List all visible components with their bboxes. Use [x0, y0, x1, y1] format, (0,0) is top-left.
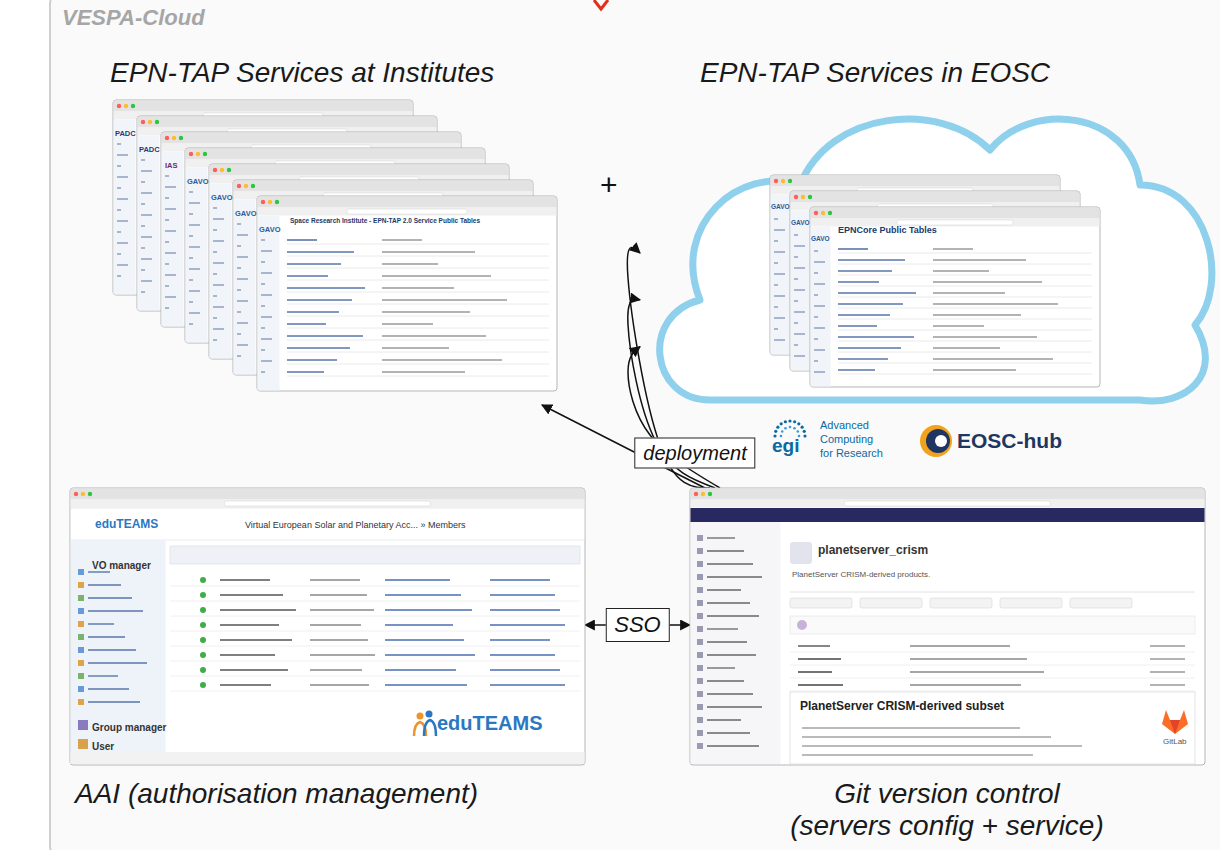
- egi-logo-text: for Research: [820, 447, 883, 459]
- institute-logo: GAVO: [811, 235, 830, 242]
- node-caption: EPN-TAP Services at Institutes: [110, 57, 560, 89]
- page-heading: EPNCore Public Tables: [838, 226, 937, 236]
- red-mark: [594, 0, 608, 9]
- institute-logo: GAVO: [235, 210, 257, 218]
- institute-logo: GAVO: [771, 203, 790, 210]
- illustration: [70, 488, 585, 818]
- git-screenshot: Git version control (servers config + se…: [690, 488, 1205, 848]
- illustration: [105, 55, 565, 405]
- aai-content: [71, 508, 585, 764]
- menu-item: VO manager: [92, 560, 151, 571]
- project-name: planetserver_crism: [818, 544, 928, 557]
- diagram-title-tag: VESPA-Cloud: [62, 6, 205, 30]
- eosc-hub-logo-text: EOSC-hub: [957, 429, 1062, 452]
- page-heading: Space Research Institute - EPN-TAP 2.0 S…: [290, 217, 480, 224]
- gitlab-logo-text: GitLab: [1163, 738, 1187, 747]
- egi-logo-text: Computing: [820, 433, 873, 445]
- browser-window: [810, 207, 1100, 387]
- browser-window: [257, 196, 557, 391]
- institute-logo: GAVO: [791, 219, 810, 226]
- menu-item: User: [92, 741, 114, 752]
- connector-label: deployment: [634, 438, 755, 469]
- institute-logo: GAVO: [187, 178, 209, 186]
- node-caption: EPN-TAP Services in EOSC: [700, 57, 1200, 89]
- eduteams-logo-text: eduTEAMS: [437, 712, 543, 734]
- node-caption: Git version control (servers config + se…: [785, 778, 1109, 842]
- project-description: PlanetServer CRISM-derived products.: [792, 571, 930, 580]
- readme-heading: PlanetServer CRISM-derived subset: [800, 700, 1004, 713]
- egi-logo-text: Advanced: [820, 419, 869, 431]
- eosc-hub-logo-mark: [920, 425, 952, 457]
- cloud-outline: [660, 119, 1212, 401]
- node-caption: AAI (authorisation management): [75, 778, 580, 810]
- gitlab-content: [691, 508, 1205, 764]
- institute-logo: PADC: [139, 146, 160, 154]
- institute-services: EPN-TAP Services at Institutes: [105, 55, 565, 405]
- institute-logo: PADC: [115, 130, 136, 138]
- aai-screenshot: AAI (authorisation management): [70, 488, 585, 818]
- connector-label: SSO: [605, 608, 669, 642]
- egi-logo-mark: [773, 419, 806, 437]
- institute-logo: IAS: [165, 162, 178, 170]
- plus-sign: +: [600, 168, 618, 201]
- vespa-frame: [50, 0, 1220, 850]
- institute-logo: GAVO: [211, 194, 233, 202]
- egi-logo-text: egi: [772, 436, 799, 457]
- institute-logo: GAVO: [259, 226, 281, 234]
- eduteams-logo-text: eduTEAMS: [95, 518, 158, 531]
- window-tab-title: Virtual European Solar and Planetary Acc…: [245, 521, 465, 531]
- browser-window: [690, 488, 1205, 765]
- menu-item: Group manager: [92, 722, 166, 733]
- browser-window: [70, 488, 585, 765]
